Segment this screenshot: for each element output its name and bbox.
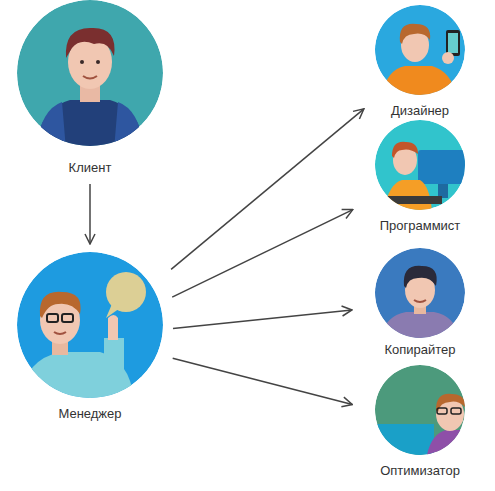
flow-arrow [173,310,352,329]
role-label: Клиент [67,160,114,176]
person-node: Клиент [15,0,165,176]
person-node: Оптимизатор [360,365,480,479]
flow-arrow [172,210,353,298]
person-node: Копирайтер [360,248,480,358]
copywriter-avatar [375,248,465,340]
role-label: Оптимизатор [378,463,462,479]
role-label: Копирайтер [382,342,457,358]
flow-arrow [171,109,364,270]
role-label: Дизайнер [389,103,451,119]
optimizer-avatar [374,365,470,460]
manager-avatar [17,252,163,400]
person-node: Программист [360,120,480,234]
designer-avatar [375,5,465,96]
role-label: Программист [378,218,463,234]
flow-arrow [89,184,91,244]
client-avatar [17,0,163,150]
flow-arrow [173,358,353,404]
role-label: Менеджер [56,406,123,422]
person-node: Дизайнер [370,5,470,119]
programmer-avatar [375,120,468,212]
person-node: Менеджер [15,252,165,422]
